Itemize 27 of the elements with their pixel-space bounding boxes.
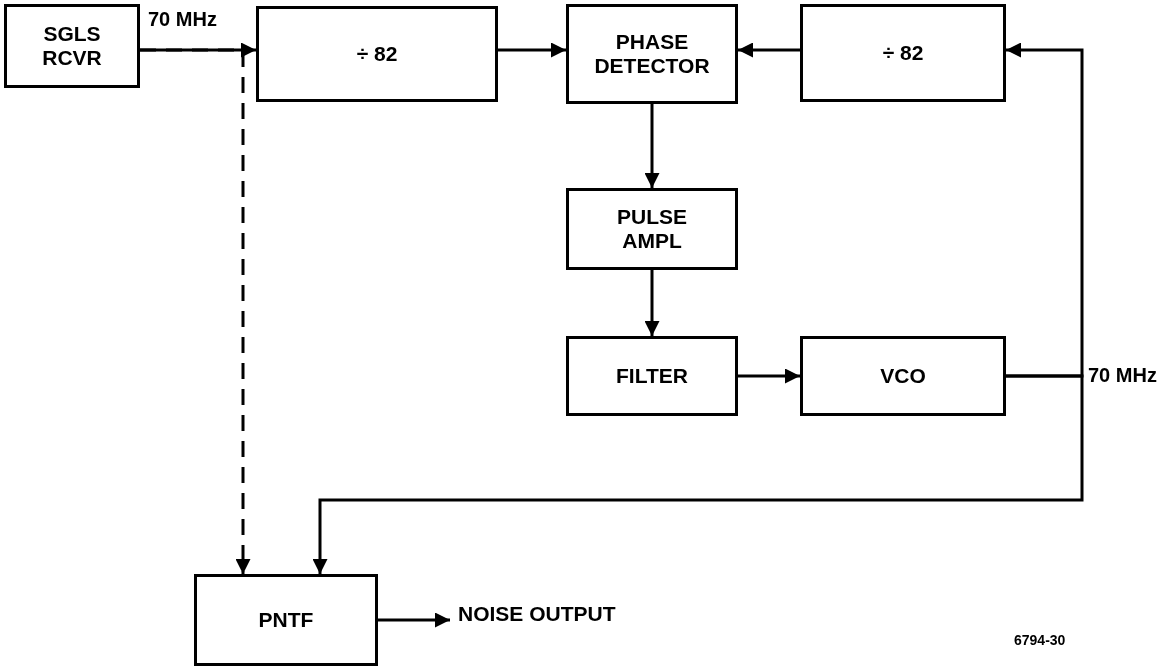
arrow [498,42,566,58]
arrow [738,42,800,58]
block-label: ÷ 82 [356,41,398,67]
block-label: PNTF [258,607,314,633]
arrow [312,374,1084,574]
process-box [800,336,1006,416]
block-label: SGLS RCVR [41,21,103,71]
process-box [4,4,140,88]
arrow [1006,42,1084,378]
block-label: FILTER [616,363,688,389]
block-label: PHASE DETECTOR [593,29,711,79]
arrow [644,270,660,336]
process-box [800,4,1006,102]
process-box [256,6,498,102]
block-label: VCO [880,363,926,389]
process-box [566,188,738,270]
block-label: ÷ 82 [882,40,924,66]
output-label: NOISE OUTPUT [458,601,616,627]
figure-number: 6794-30 [1014,632,1066,648]
arrow [738,368,800,384]
block-label: PULSE AMPL [616,204,688,254]
process-box [566,4,738,104]
process-box [194,574,378,666]
arrow [140,42,256,58]
arrow [644,104,660,188]
arrow [378,612,450,628]
process-box [566,336,738,416]
